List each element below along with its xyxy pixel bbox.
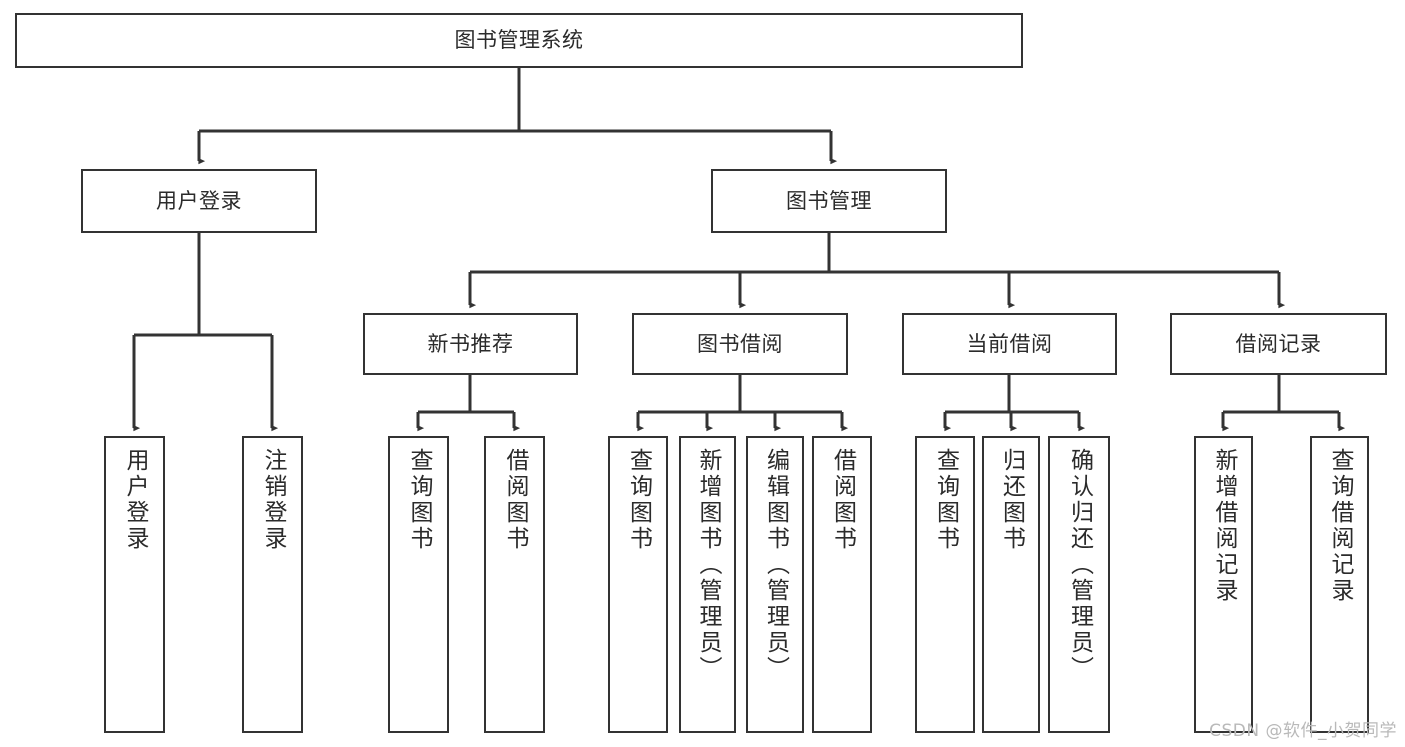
leaf-add-borrow-record-label: 新增借阅记录 [1211,448,1237,604]
leaf-user-login-label: 用户登录 [122,448,148,552]
node-current-borrow-label: 当前借阅 [966,331,1053,356]
leaf-add-book-admin-label: 新增图书（管理员） [695,448,721,682]
node-new-book-recommend[interactable]: 新书推荐 [363,313,578,375]
node-user-login[interactable]: 用户登录 [81,169,317,233]
leaf-borrow-book-recommend[interactable]: 借阅图书 [484,436,545,733]
node-book-management-label: 图书管理 [786,188,872,213]
leaf-query-borrow-record[interactable]: 查询借阅记录 [1310,436,1369,733]
node-root[interactable]: 图书管理系统 [15,13,1023,68]
node-book-borrow-label: 图书借阅 [697,331,783,356]
leaf-edit-book-admin[interactable]: 编辑图书（管理员） [746,436,804,733]
leaf-query-book-current[interactable]: 查询图书 [915,436,975,733]
leaf-borrow-book[interactable]: 借阅图书 [812,436,872,733]
leaf-query-book-recommend-label: 查询图书 [406,448,432,552]
node-borrow-record[interactable]: 借阅记录 [1170,313,1387,375]
leaf-user-login[interactable]: 用户登录 [104,436,165,733]
leaf-edit-book-admin-label: 编辑图书（管理员） [762,448,789,682]
leaf-query-book-borrow-label: 查询图书 [625,448,652,552]
node-root-label: 图书管理系统 [454,28,584,53]
leaf-return-book[interactable]: 归还图书 [982,436,1040,733]
leaf-borrow-book-label: 借阅图书 [829,448,856,552]
node-borrow-record-label: 借阅记录 [1235,331,1322,356]
leaf-logout[interactable]: 注销登录 [242,436,303,733]
csdn-watermark: CSDN @软件_小贺同学 [1209,721,1397,741]
leaf-query-book-borrow[interactable]: 查询图书 [608,436,668,733]
node-book-borrow[interactable]: 图书借阅 [632,313,848,375]
leaf-query-book-recommend[interactable]: 查询图书 [388,436,449,733]
leaf-confirm-return-admin-label: 确认归还（管理员） [1066,448,1093,682]
leaf-query-borrow-record-label: 查询借阅记录 [1327,448,1353,604]
leaf-logout-label: 注销登录 [260,448,286,552]
node-book-management[interactable]: 图书管理 [711,169,947,233]
leaf-query-book-current-label: 查询图书 [932,448,959,552]
leaf-confirm-return-admin[interactable]: 确认归还（管理员） [1048,436,1110,733]
leaf-add-borrow-record[interactable]: 新增借阅记录 [1194,436,1253,733]
node-user-login-label: 用户登录 [156,188,242,213]
node-new-book-recommend-label: 新书推荐 [427,331,514,356]
node-current-borrow[interactable]: 当前借阅 [902,313,1117,375]
leaf-return-book-label: 归还图书 [998,448,1025,552]
leaf-add-book-admin[interactable]: 新增图书（管理员） [679,436,736,733]
leaf-borrow-book-recommend-label: 借阅图书 [502,448,528,552]
